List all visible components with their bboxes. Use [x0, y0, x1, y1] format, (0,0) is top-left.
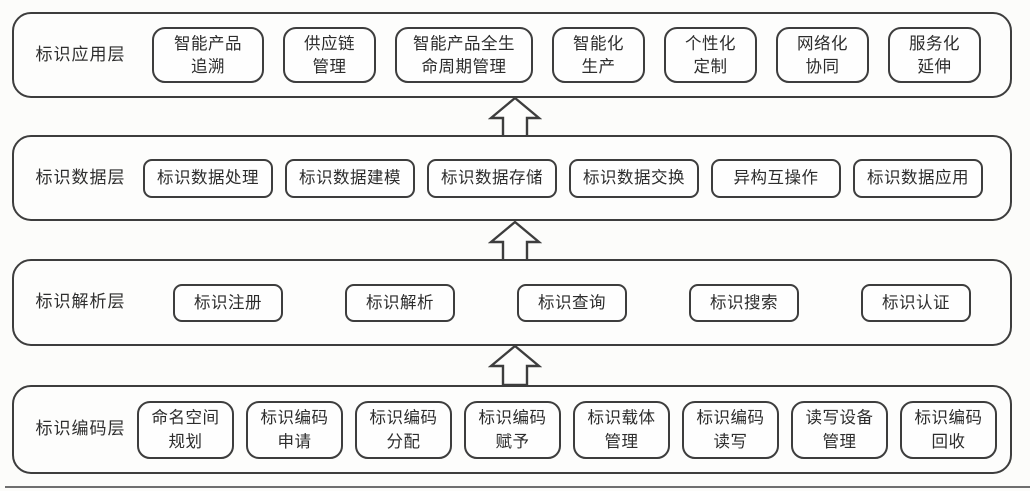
node-id-search: 标识搜索: [689, 283, 799, 322]
layer-application-label: 标识应用层: [35, 44, 126, 65]
node-id-registration: 标识注册: [173, 283, 283, 322]
node-id-resolution: 标识解析: [345, 283, 455, 322]
layer-application-nodes: 智能产品 追溯 供应链 管理 智能产品全生 命周期管理 智能化 生产 个性化 定…: [152, 27, 981, 83]
layer-resolution-nodes: 标识注册 标识解析 标识查询 标识搜索 标识认证: [173, 283, 971, 322]
node-networked-collaboration: 网络化 协同: [776, 27, 869, 83]
node-data-application: 标识数据应用: [853, 158, 983, 198]
up-arrow-icon: [488, 220, 542, 262]
node-data-processing: 标识数据处理: [143, 158, 273, 198]
node-code-read-write: 标识编码 读写: [682, 400, 779, 459]
layer-encoding: 标识编码层 命名空间 规划 标识编码 申请 标识编码 分配 标识编码 赋予 标识…: [12, 385, 1012, 474]
layer-encoding-label: 标识编码层: [35, 419, 126, 440]
node-id-query: 标识查询: [517, 283, 627, 322]
layer-resolution-label: 标识解析层: [35, 292, 126, 313]
up-arrow-icon: [488, 96, 542, 138]
node-id-authentication: 标识认证: [861, 283, 971, 322]
layer-application: 标识应用层 智能产品 追溯 供应链 管理 智能产品全生 命周期管理 智能化 生产…: [12, 12, 1012, 98]
node-supply-chain-management: 供应链 管理: [283, 27, 376, 83]
node-heterogeneous-interoperability: 异构互操作: [711, 158, 841, 198]
node-code-application: 标识编码 申请: [246, 400, 343, 459]
node-data-exchange: 标识数据交换: [569, 158, 699, 198]
bottom-rule: [5, 486, 1030, 488]
node-carrier-management: 标识载体 管理: [573, 400, 670, 459]
up-arrow-icon: [488, 344, 542, 386]
node-personalized-customization: 个性化 定制: [664, 27, 757, 83]
node-smart-product-traceability: 智能产品 追溯: [152, 27, 264, 83]
node-code-recycling: 标识编码 回收: [900, 400, 997, 459]
node-service-extension: 服务化 延伸: [888, 27, 981, 83]
node-code-allocation: 标识编码 分配: [355, 400, 452, 459]
node-data-modeling: 标识数据建模: [285, 158, 415, 198]
layer-resolution: 标识解析层 标识注册 标识解析 标识查询 标识搜索 标识认证: [12, 259, 1012, 346]
node-namespace-planning: 命名空间 规划: [137, 400, 234, 459]
layer-data-label: 标识数据层: [35, 167, 126, 188]
node-rw-device-management: 读写设备 管理: [791, 400, 888, 459]
node-intelligent-production: 智能化 生产: [552, 27, 645, 83]
node-product-lifecycle-management: 智能产品全生 命周期管理: [395, 27, 533, 83]
layer-encoding-nodes: 命名空间 规划 标识编码 申请 标识编码 分配 标识编码 赋予 标识载体 管理 …: [137, 400, 997, 459]
node-code-assignment: 标识编码 赋予: [464, 400, 561, 459]
layer-data-nodes: 标识数据处理 标识数据建模 标识数据存储 标识数据交换 异构互操作 标识数据应用: [143, 158, 983, 198]
layer-data: 标识数据层 标识数据处理 标识数据建模 标识数据存储 标识数据交换 异构互操作 …: [12, 135, 1012, 221]
node-data-storage: 标识数据存储: [427, 158, 557, 198]
